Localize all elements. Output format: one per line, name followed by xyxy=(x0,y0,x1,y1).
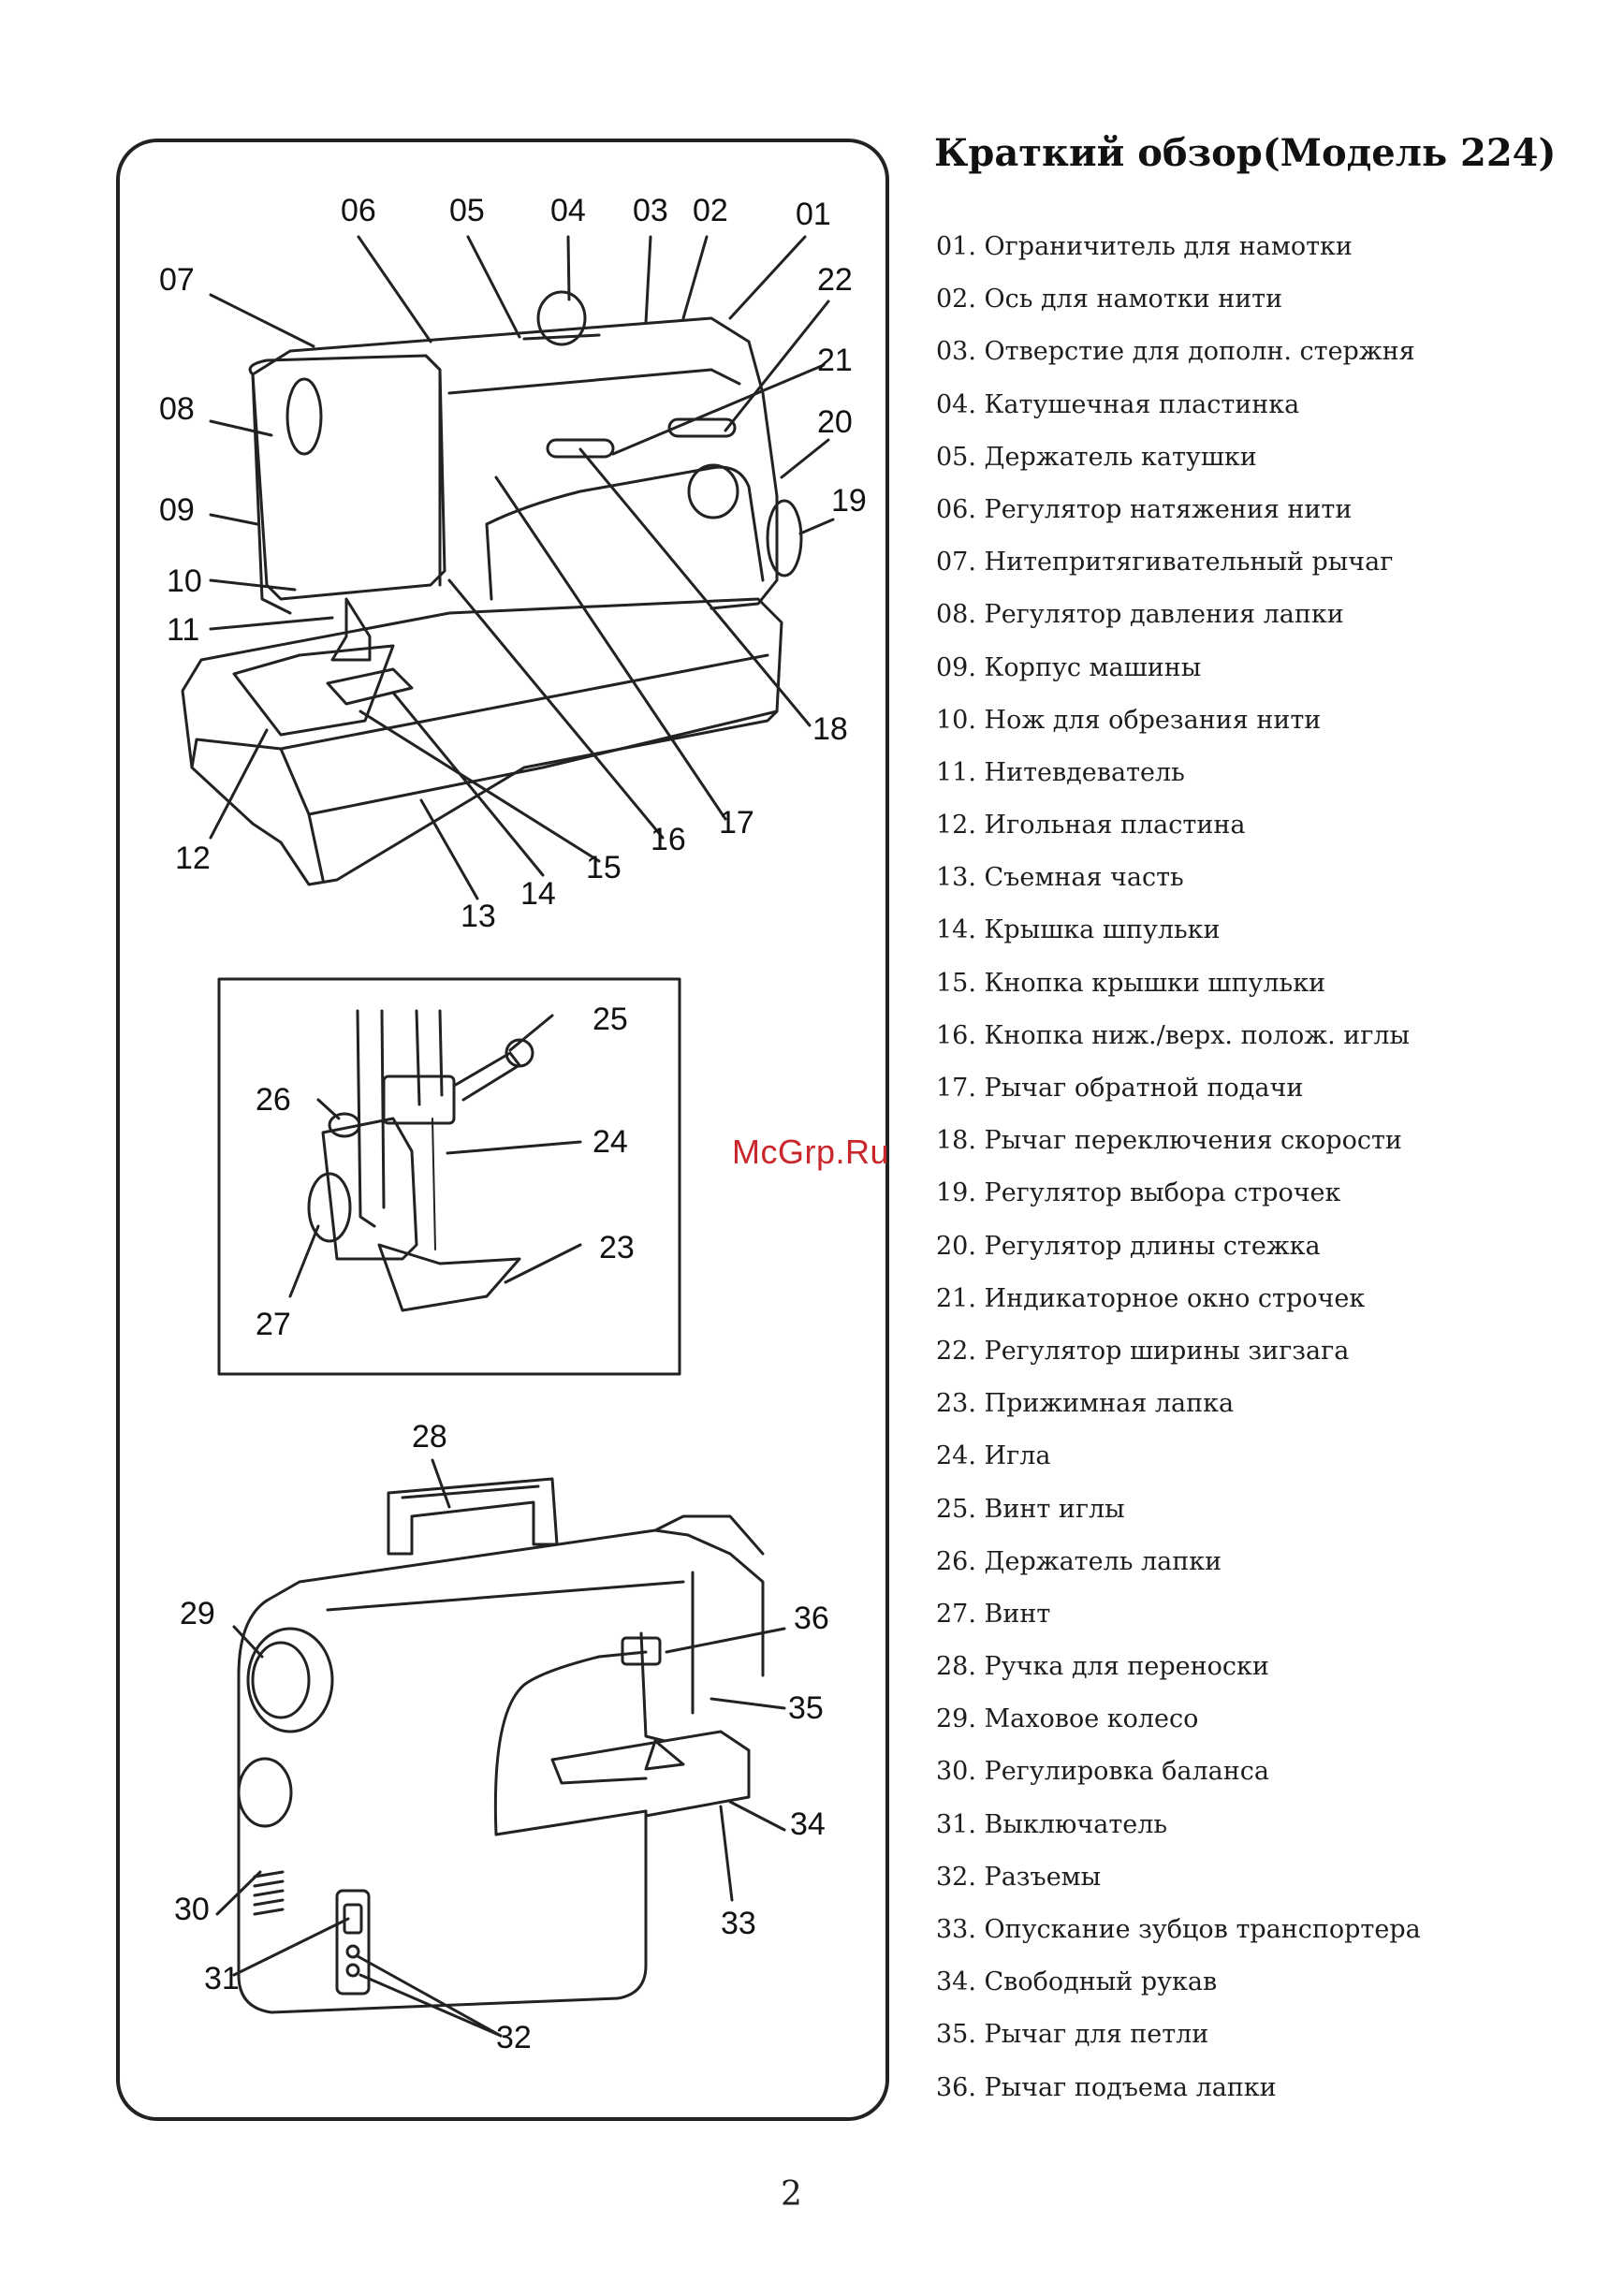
callout-18: 18 xyxy=(812,711,848,747)
callout-01: 01 xyxy=(796,197,831,232)
callout-06: 06 xyxy=(341,193,376,228)
parts-list-item: 26. Держатель лапки xyxy=(936,1546,1222,1576)
callout-03: 03 xyxy=(633,193,668,228)
callout-22: 22 xyxy=(817,262,853,298)
parts-list-item: 15. Кнопка крышки шпульки xyxy=(936,968,1326,998)
callout-34: 34 xyxy=(790,1806,826,1842)
figure-frame xyxy=(116,139,889,2121)
parts-list-item: 05. Держатель катушки xyxy=(936,442,1257,472)
parts-list-item: 11. Нитевдеватель xyxy=(936,757,1185,787)
callout-20: 20 xyxy=(817,404,853,440)
callout-21: 21 xyxy=(817,343,853,378)
callout-11: 11 xyxy=(167,612,200,648)
callout-12: 12 xyxy=(175,841,211,876)
callout-30: 30 xyxy=(174,1892,210,1927)
parts-list-item: 30. Регулировка баланса xyxy=(936,1757,1269,1787)
parts-list-item: 23. Прижимная лапка xyxy=(936,1389,1235,1419)
parts-list-item: 20. Регулятор длины стежка xyxy=(936,1231,1321,1261)
machine-front-drawing xyxy=(181,235,835,900)
page-heading: Краткий обзор(Модель 224) xyxy=(934,131,1557,175)
callout-36: 36 xyxy=(794,1601,829,1636)
parts-list-item: 04. Катушечная пластинка xyxy=(936,389,1300,419)
callout-31: 31 xyxy=(204,1961,240,1996)
callout-24: 24 xyxy=(593,1124,628,1160)
parts-list-item: 21. Индикаторное окно строчек xyxy=(936,1283,1366,1313)
machine-back-drawing xyxy=(215,1458,786,2038)
parts-list-item: 10. Нож для обрезания нити xyxy=(936,705,1322,735)
watermark: McGrp.Ru xyxy=(732,1133,890,1171)
parts-list-item: 01. Ограничитель для намотки xyxy=(936,232,1353,261)
parts-list-item: 12. Игольная пластина xyxy=(936,811,1246,841)
callout-35: 35 xyxy=(788,1690,824,1726)
parts-list-item: 16. Кнопка ниж./верх. полож. иглы xyxy=(936,1020,1411,1050)
callout-09: 09 xyxy=(159,492,195,528)
parts-list-item: 33. Опускание зубцов транспортера xyxy=(936,1915,1421,1944)
parts-list-item: 28. Ручка для переноски xyxy=(936,1652,1269,1682)
callout-13: 13 xyxy=(461,899,496,934)
callout-05: 05 xyxy=(449,193,485,228)
callout-02: 02 xyxy=(693,193,728,228)
callout-23: 23 xyxy=(599,1230,635,1265)
parts-list-item: 34. Свободный рукав xyxy=(936,1967,1218,1997)
parts-list-item: 03. Отверстие для дополн. стержня xyxy=(936,337,1415,367)
parts-list-item: 25. Винт иглы xyxy=(936,1494,1125,1524)
callout-16: 16 xyxy=(651,822,686,857)
parts-list-item: 32. Разъемы xyxy=(936,1862,1102,1892)
parts-list-item: 09. Корпус машины xyxy=(936,652,1202,682)
parts-list-item: 17. Рычаг обратной подачи xyxy=(936,1074,1304,1103)
parts-list-item: 27. Винт xyxy=(936,1599,1051,1629)
parts-list-item: 29. Маховое колесо xyxy=(936,1704,1199,1734)
callout-17: 17 xyxy=(719,805,754,841)
callout-29: 29 xyxy=(180,1596,215,1631)
callout-27: 27 xyxy=(256,1307,291,1342)
callout-19: 19 xyxy=(831,483,867,519)
parts-list-item: 31. Выключатель xyxy=(936,1809,1168,1839)
parts-list-item: 18. Рычаг переключения скорости xyxy=(936,1126,1402,1156)
callout-10: 10 xyxy=(167,563,202,599)
parts-list-item: 19. Регулятор выбора строчек xyxy=(936,1178,1341,1208)
callout-04: 04 xyxy=(550,193,586,228)
detail-inset-box xyxy=(217,977,681,1376)
callout-07: 07 xyxy=(159,262,195,298)
callout-28: 28 xyxy=(412,1419,447,1455)
parts-list-item: 24. Игла xyxy=(936,1441,1051,1471)
parts-list-item: 07. Нитепритягивательный рычаг xyxy=(936,548,1394,578)
parts-list-item: 14. Крышка шпульки xyxy=(936,915,1221,945)
parts-list-item: 22. Регулятор ширины зигзага xyxy=(936,1336,1350,1366)
callout-25: 25 xyxy=(593,1002,628,1037)
page-number: 2 xyxy=(781,2175,802,2214)
callout-32: 32 xyxy=(496,2020,532,2055)
parts-list-item: 35. Рычаг для петли xyxy=(936,2020,1209,2050)
callout-33: 33 xyxy=(721,1906,756,1941)
parts-list: 01. Ограничитель для намотки 02. Ось для … xyxy=(936,221,1421,2114)
callout-08: 08 xyxy=(159,391,195,427)
parts-list-item: 08. Регулятор давления лапки xyxy=(936,600,1344,630)
callout-15: 15 xyxy=(586,850,622,885)
parts-list-item: 13. Съемная часть xyxy=(936,863,1184,893)
parts-list-item: 36. Рычаг подъема лапки xyxy=(936,2072,1277,2102)
parts-list-item: 06. Регулятор натяжения нити xyxy=(936,494,1353,524)
callout-14: 14 xyxy=(520,876,556,912)
parts-list-item: 02. Ось для намотки нити xyxy=(936,285,1283,314)
presser-foot-drawing xyxy=(288,1009,582,1312)
callout-26: 26 xyxy=(256,1082,291,1118)
